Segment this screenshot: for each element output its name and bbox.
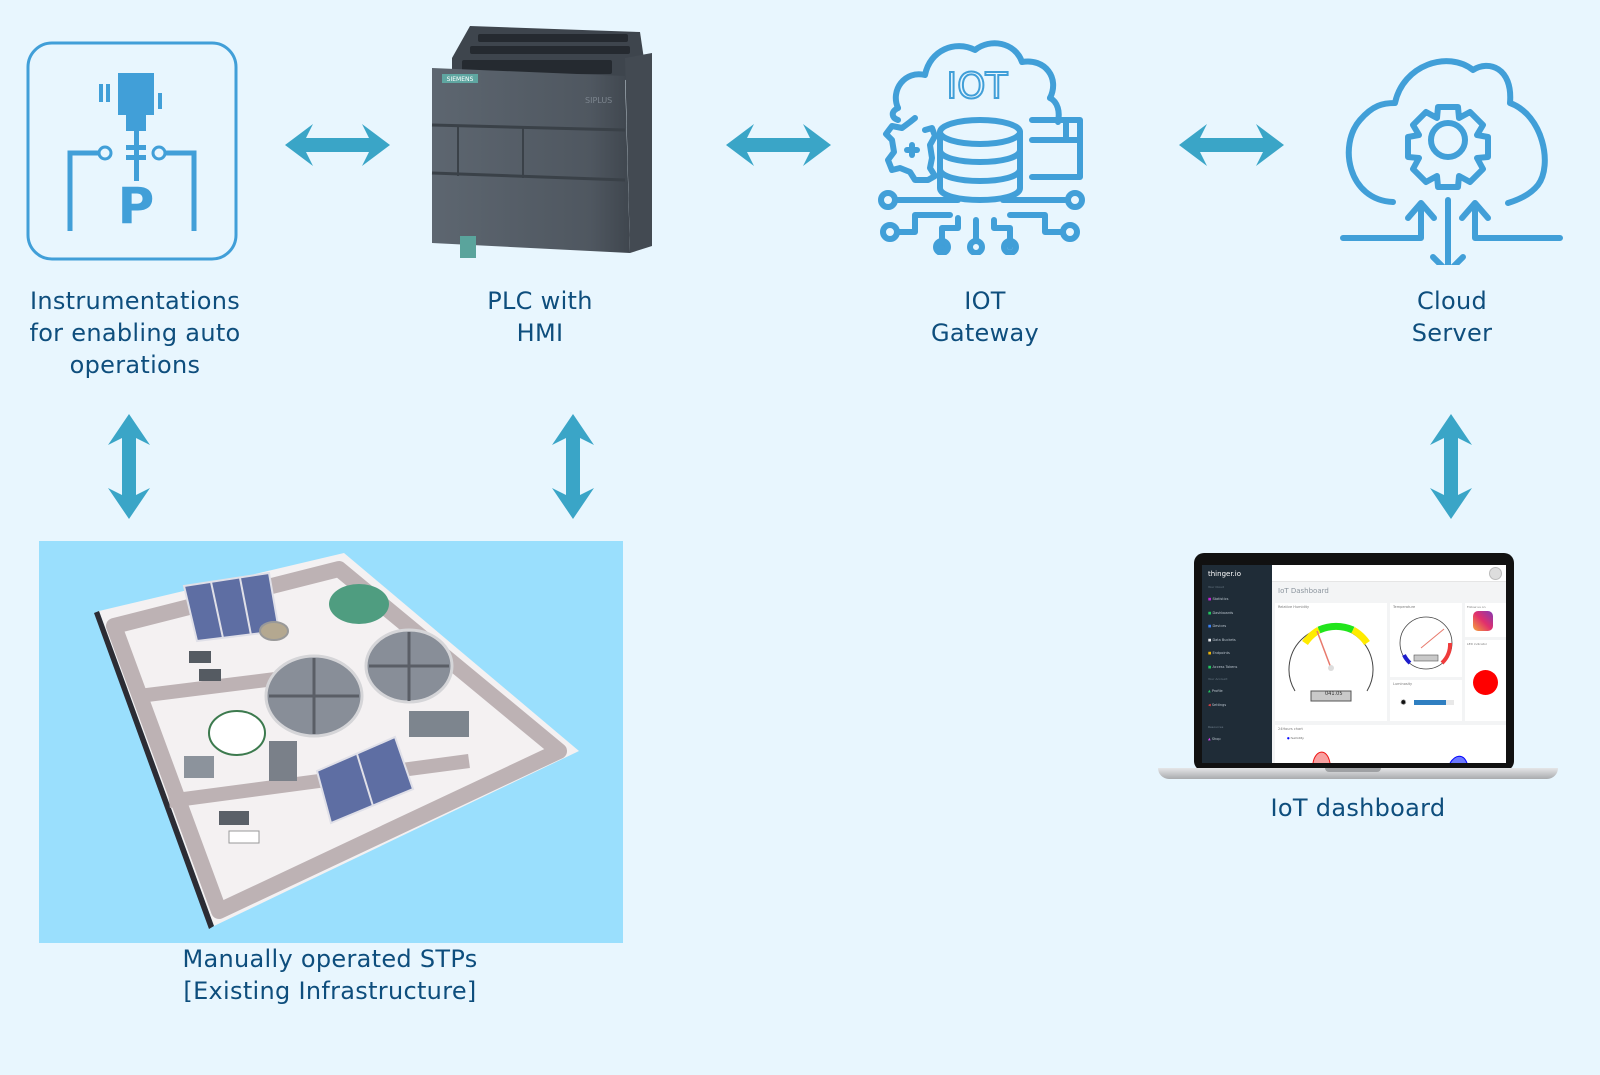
arrow-plc-gateway bbox=[726, 124, 831, 166]
stp-label: Manually operated STPs [Existing Infrast… bbox=[182, 945, 478, 1005]
humidity-value: 041.05 bbox=[1325, 691, 1343, 697]
arrow-gateway-cloud bbox=[1179, 124, 1284, 166]
iot-gateway-label: IOT Gateway bbox=[930, 287, 1040, 347]
sidebar-item-data-buckets[interactable]: ■ Data Buckets bbox=[1208, 637, 1236, 642]
humidity-gauge bbox=[1288, 622, 1374, 702]
temperature-widget: Temperature bbox=[1390, 603, 1462, 677]
plc-label: PLC with HMI bbox=[487, 287, 593, 347]
user-avatar[interactable] bbox=[1489, 567, 1502, 580]
social-widget: Follow us on bbox=[1465, 603, 1506, 637]
dashboard-topbar bbox=[1272, 565, 1506, 582]
luminosity-widget: Luminosity ✹ bbox=[1390, 680, 1462, 721]
sidebar-item-endpoints[interactable]: ■ Endpoints bbox=[1208, 651, 1230, 655]
arrow-cloud-dashboard bbox=[1430, 414, 1472, 519]
sidebar-item-access-tokens[interactable]: ■ Access Tokens bbox=[1208, 664, 1238, 669]
dashboard-sidebar: thinger.io Your Cloud ■ Statistics ■ Das… bbox=[1202, 565, 1272, 763]
treatment-plant-image bbox=[94, 553, 579, 929]
temperature-gauge bbox=[1399, 616, 1453, 670]
sidebar-item-settings[interactable]: ◀ Settings bbox=[1208, 702, 1227, 707]
iot-text-glyph: IOT bbox=[947, 66, 1009, 107]
siemens-badge bbox=[442, 74, 478, 83]
led-indicator bbox=[1473, 670, 1498, 695]
arrow-instrumentation-plc bbox=[285, 124, 390, 166]
cloud-server-label: Cloud Server bbox=[1411, 287, 1493, 347]
p-letter: P bbox=[118, 177, 155, 235]
sidebar-account-menu: ▲ Profile ◀ Settings bbox=[1208, 685, 1226, 712]
plc-device-image: SIEMENS SIPLUS bbox=[431, 26, 652, 258]
plc-node: SIEMENS SIPLUS bbox=[430, 18, 660, 263]
luminosity-bar bbox=[1414, 700, 1454, 705]
sidebar-item-devices[interactable]: ■ Devices bbox=[1208, 624, 1227, 628]
luminosity-bar-fill bbox=[1414, 700, 1446, 705]
led-widget: LED indicator bbox=[1465, 640, 1506, 721]
arrow-plc-stp bbox=[552, 414, 594, 519]
laptop-notch bbox=[1325, 768, 1381, 772]
laptop-screen: thinger.io Your Cloud ■ Statistics ■ Das… bbox=[1202, 565, 1506, 763]
arrow-instrumentation-stp bbox=[108, 414, 150, 519]
stp-node bbox=[39, 541, 623, 943]
humidity-widget: Relative Humidity 041.05 bbox=[1275, 603, 1387, 721]
instrumentation-label: Instrumentations for enabling auto opera… bbox=[29, 287, 241, 379]
chart-legend: ● humidity bbox=[1287, 736, 1304, 740]
iot-dashboard-label: IoT dashboard bbox=[1270, 794, 1446, 822]
dashboard-brand: thinger.io bbox=[1208, 570, 1242, 578]
iot-dashboard-node: thinger.io Your Cloud ■ Statistics ■ Das… bbox=[1158, 553, 1558, 788]
iot-cloud-database-icon: IOT bbox=[878, 40, 1085, 255]
instrumentation-node: P bbox=[26, 41, 238, 261]
sidebar-item-shop[interactable]: ▲ Shop bbox=[1208, 737, 1221, 741]
sidebar-item-profile[interactable]: ▲ Profile bbox=[1208, 689, 1223, 693]
svg-text:SIEMENS: SIEMENS bbox=[447, 76, 474, 83]
cloud-gear-icon bbox=[1340, 58, 1563, 265]
chart-widget: 24Hours chart ● humidity bbox=[1275, 725, 1506, 763]
sidebar-item-dashboards[interactable]: ■ Dashboards bbox=[1208, 610, 1234, 615]
laptop-base bbox=[1158, 768, 1558, 779]
bulb-icon: ✹ bbox=[1400, 698, 1407, 707]
sidebar-menu: ■ Statistics ■ Dashboards ■ Devices ■ Da… bbox=[1208, 593, 1237, 674]
dashboard-title: IoT Dashboard bbox=[1278, 587, 1329, 595]
cloud-server-node bbox=[1338, 45, 1563, 265]
svg-text:SIPLUS: SIPLUS bbox=[585, 96, 612, 105]
sidebar-item-statistics[interactable]: ■ Statistics bbox=[1208, 597, 1229, 601]
iot-gateway-node: IOT bbox=[870, 40, 1090, 255]
pressure-sensor-icon: P bbox=[26, 41, 238, 261]
chart-series bbox=[1312, 751, 1468, 763]
instagram-icon[interactable] bbox=[1473, 611, 1493, 631]
